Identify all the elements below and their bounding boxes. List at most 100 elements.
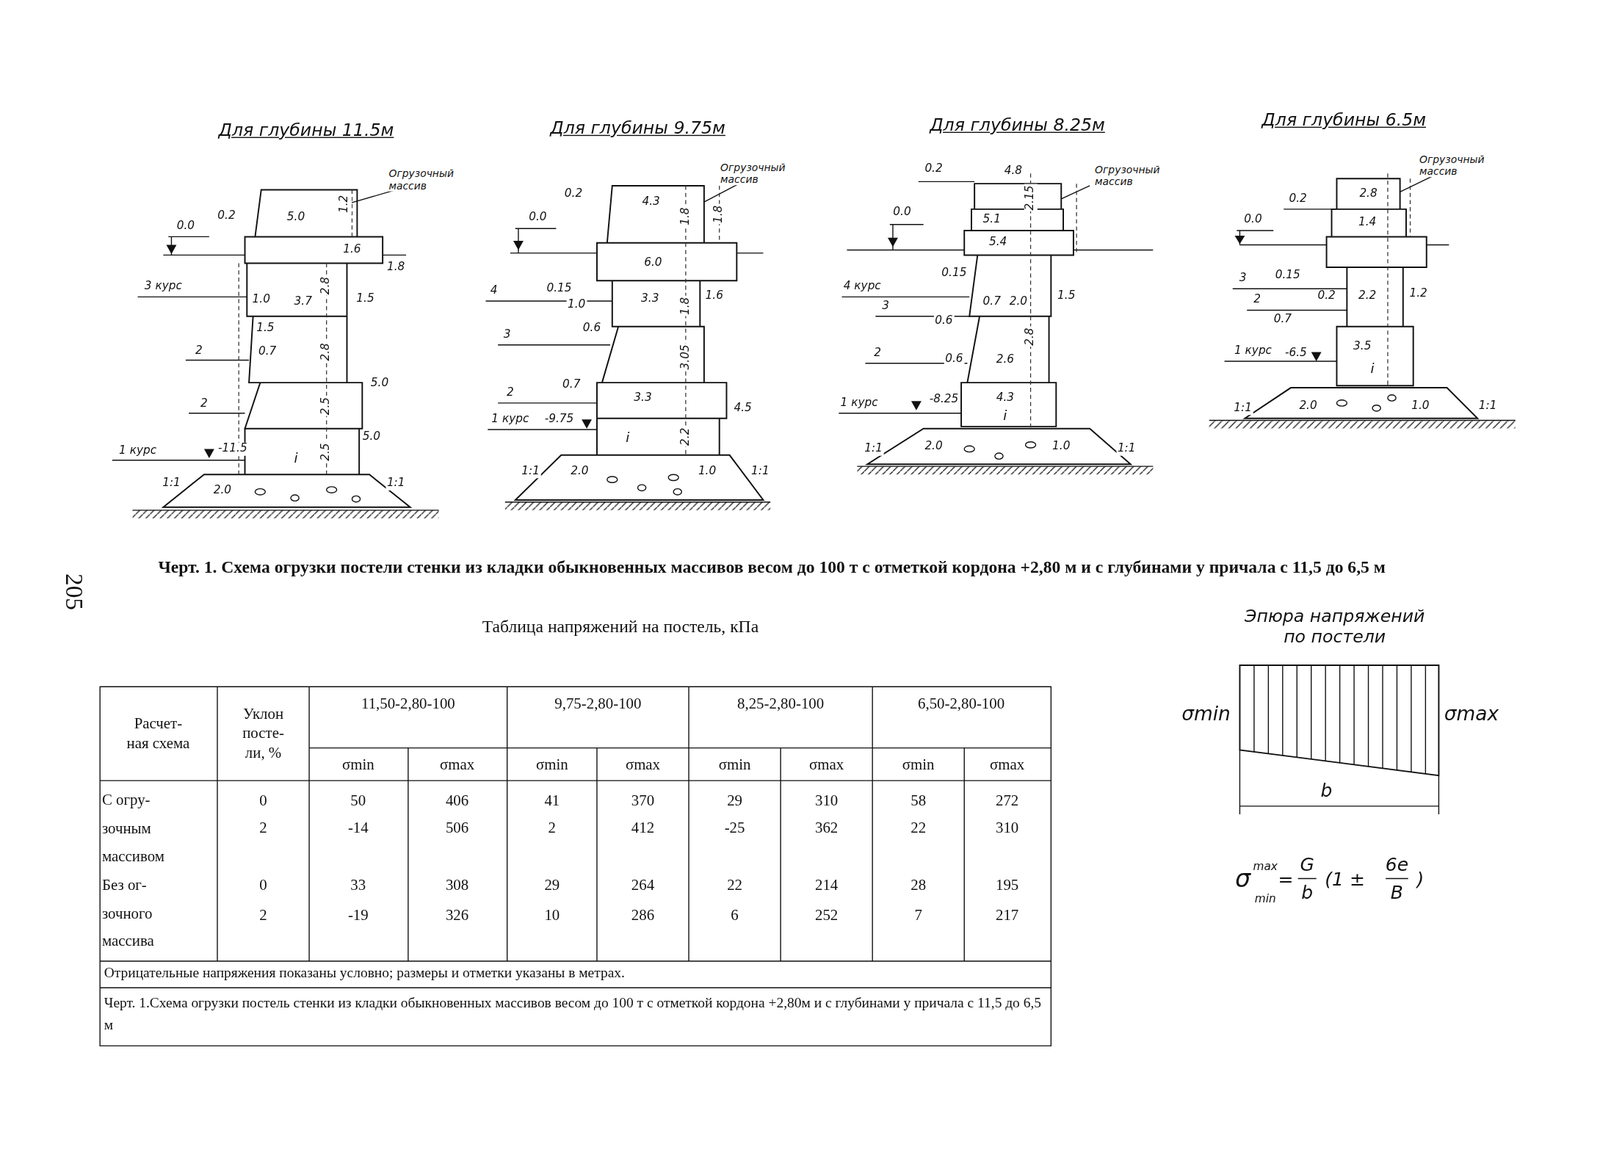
table-cell: 11,50-2,80-100 [361, 695, 456, 713]
table-cell: 286 [631, 906, 655, 925]
dimension-line [1030, 173, 1078, 429]
dimension-label: 0.15 [940, 267, 968, 281]
dimension-label: 1.0 [696, 464, 717, 479]
dimension-label: 1.8 [386, 260, 407, 274]
dimension-label: 2 [505, 386, 516, 400]
table-cell: 2 [548, 819, 556, 838]
dimension-label: -6.5 [1284, 346, 1309, 360]
table-cell: 362 [815, 819, 838, 838]
dimension-label: 2 [1252, 293, 1263, 307]
dimension-label: 0.2 [563, 187, 584, 201]
dimension-label: 3 курс [143, 280, 183, 294]
dimension-label: 0.15 [545, 281, 573, 296]
section-heading: Для глубины 6.5м [1261, 110, 1426, 130]
dimension-label: 6.0 [643, 256, 664, 271]
dimension-label: -11.5 [217, 442, 249, 456]
table-cell: 7 [914, 906, 922, 925]
table-cell: 6 [730, 906, 738, 925]
dimension-label: 1.0 [1410, 399, 1431, 413]
formula-part: 6e [1385, 854, 1409, 876]
dimension-label: 2.0 [212, 484, 233, 498]
water-level [485, 181, 763, 430]
table-cell: 50 [350, 792, 366, 810]
ground-line [856, 465, 1153, 467]
dimension-label: 0.2 [1287, 192, 1308, 206]
stones [254, 486, 360, 503]
table-cell: 217 [995, 906, 1019, 925]
table-cell: 6,50-2,80-100 [917, 695, 1005, 713]
dimension-label: 1.2 [338, 193, 352, 214]
section-heading: Для глубины 11.5м [218, 120, 395, 141]
dimension-label: 0.2 [216, 210, 237, 224]
dimension-label: 1.0 [251, 293, 271, 307]
masonry-blocks [1244, 178, 1478, 419]
dimension-label: i [1369, 362, 1376, 378]
table-cell: 308 [445, 876, 469, 895]
table-cell: 8,25-2,80-100 [737, 695, 824, 713]
stones [1336, 395, 1396, 412]
dimension-label: 4.8 [1003, 165, 1023, 179]
table-cell: 370 [631, 792, 655, 810]
table-cell: 41 [544, 792, 560, 810]
dimension-label: 1:1 [386, 477, 407, 491]
table-cell: 28 [910, 876, 926, 895]
dimension-label: 0.0 [892, 205, 912, 219]
dimension-label: 0.6 [934, 315, 954, 329]
dimension-label: 1:1 [520, 464, 541, 479]
table-caption: Черт. 1.Схема огрузки постель стенки из … [104, 992, 1048, 1037]
dimension-label: 1.5 [255, 322, 276, 336]
formula-part: b [1301, 882, 1313, 904]
table-cell: σmax [625, 756, 661, 774]
dimension-label: 0.6 [581, 322, 602, 336]
dimension-label: 0.7 [1272, 312, 1293, 327]
table-cell: σmax [809, 756, 844, 774]
table-cell: σmax [989, 756, 1025, 774]
table-cell: σmax [439, 756, 475, 774]
dimension-label: 4.5 [732, 401, 753, 415]
epure-title: Эпюра напряжений по постели [1243, 606, 1426, 647]
dimension-label: 1:1 [750, 464, 771, 479]
water-level [838, 181, 1153, 413]
dimension-label: 1.8 [712, 204, 727, 224]
ground-hatch [132, 510, 440, 519]
table-cell: 9,75-2,80-100 [554, 695, 642, 713]
table-cell: -25 [724, 819, 746, 838]
dimension-label: 1 курс [490, 412, 531, 426]
table-cell: 33 [350, 876, 366, 895]
formula-part: = [1277, 869, 1294, 891]
ground-line [1209, 420, 1516, 421]
dimension-label: 1:1 [1477, 399, 1498, 413]
dimension-label: 1:1 [1232, 401, 1253, 415]
figure-caption: Черт. 1. Схема огрузки постели стенки из… [157, 552, 1526, 582]
dimension-label: 1.4 [1357, 215, 1378, 230]
callout-label: Огрузочный массив [387, 168, 470, 192]
dimension-label: 0.2 [923, 163, 944, 177]
dimension-label: 3.7 [292, 295, 313, 310]
table-title: Таблица напряжений на постель, кПа [482, 616, 759, 637]
table-cell: 272 [995, 792, 1019, 810]
table-cell: 310 [995, 819, 1019, 838]
dimension-label: 1.0 [1051, 440, 1072, 454]
dimension-label: 2 [199, 397, 210, 412]
callout-label: Огрузочный массив [1094, 163, 1176, 188]
table-cell: 2 [259, 906, 267, 925]
dimension-label: 1.6 [704, 289, 725, 303]
dimension-label: 0.0 [527, 210, 548, 224]
dimension-label: 4 курс [842, 280, 882, 294]
dimension-label: 1:1 [863, 442, 884, 456]
ground-line [132, 509, 440, 511]
ground-line [505, 501, 771, 503]
dimension-label: i [292, 451, 299, 468]
ground-hatch [856, 466, 1153, 475]
masonry-blocks [515, 185, 764, 501]
dimension-label: 5.0 [361, 430, 382, 444]
dimension-label: 3.5 [1352, 340, 1373, 354]
water-level [1224, 175, 1450, 362]
dimension-label: 4.3 [994, 391, 1015, 405]
dimension-label: 5.4 [988, 236, 1009, 250]
level-mark [513, 240, 592, 429]
formula-part: B [1390, 882, 1404, 904]
dimension-label: b [1320, 780, 1333, 802]
dimension-label: 1 курс [118, 444, 158, 458]
